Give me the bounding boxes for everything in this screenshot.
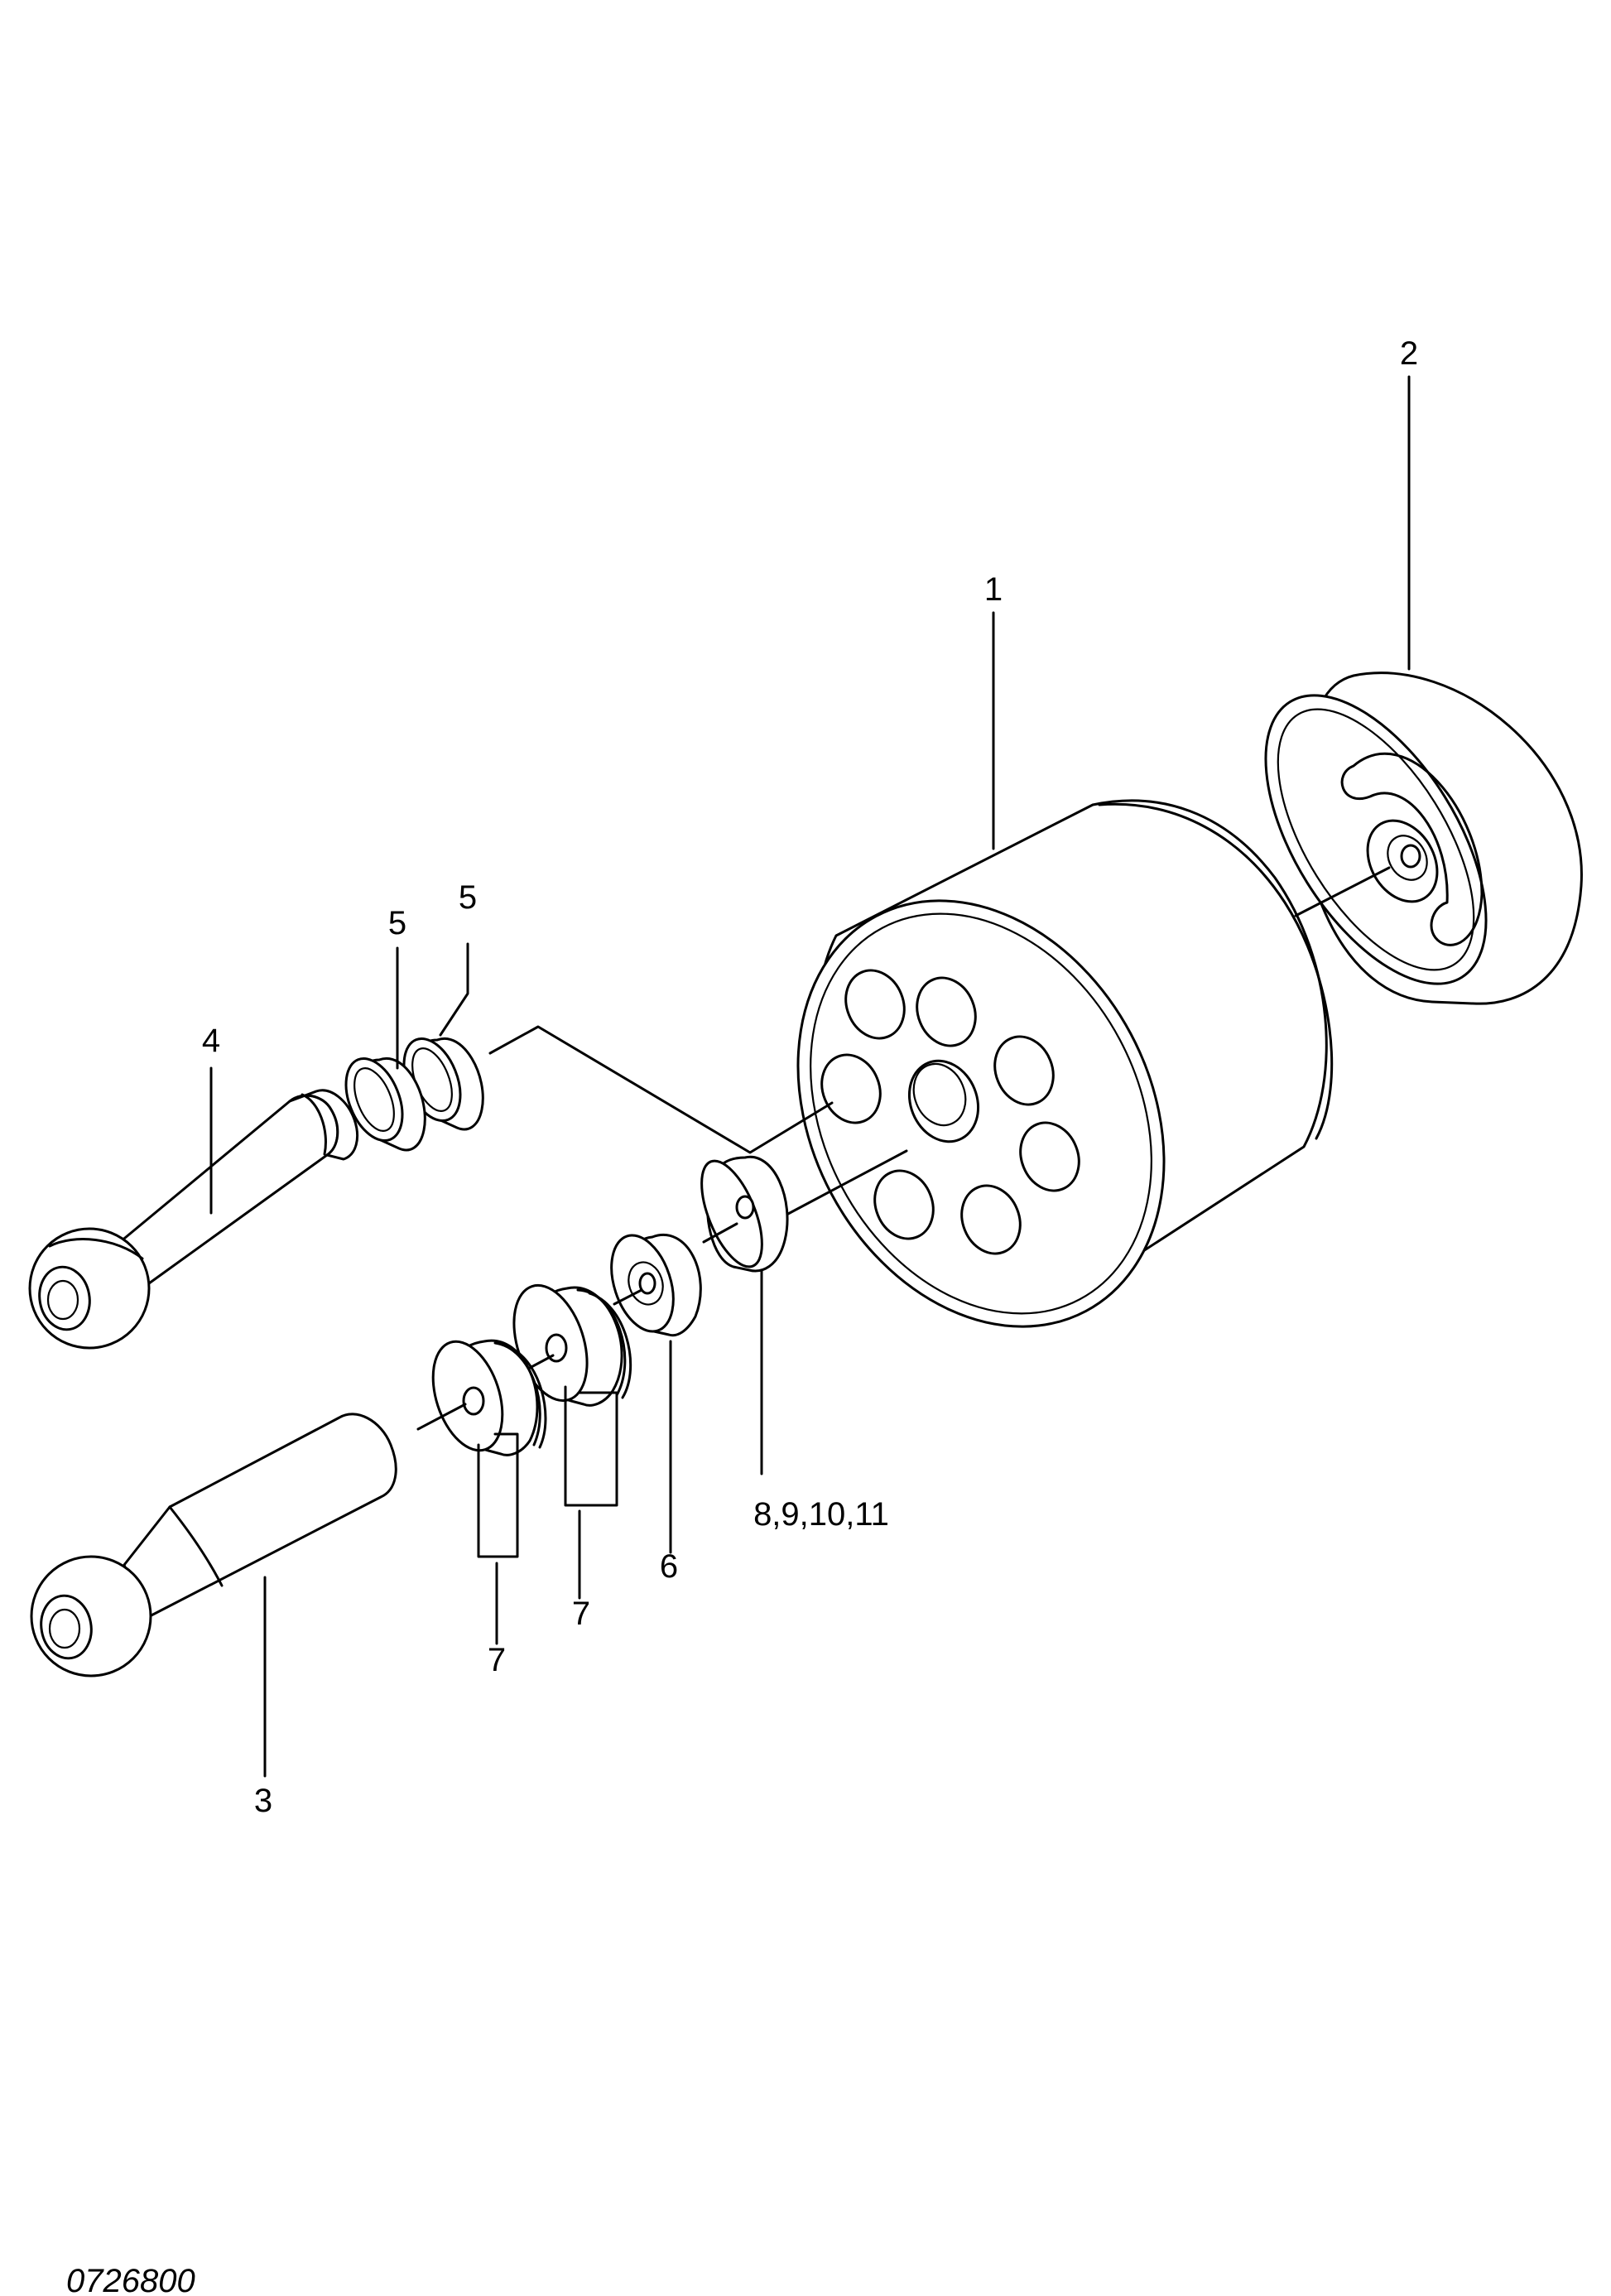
part-bushing [610, 1234, 702, 1337]
leader-lines [209, 375, 1411, 1778]
callout-3: 3 [254, 1783, 272, 1819]
callout-1: 1 [984, 571, 1003, 608]
callout-6: 6 [660, 1548, 678, 1585]
part-washer [700, 1155, 789, 1273]
callout-4: 4 [202, 1023, 220, 1059]
cylinder-bores [820, 969, 1080, 1255]
part-plunger-lower [30, 1413, 397, 1677]
callout-7-left: 7 [488, 1642, 506, 1678]
part-o-rings [344, 1037, 484, 1152]
assembly-lines [416, 866, 1391, 1431]
drawing-number: 0726800 [66, 2263, 195, 2296]
part-spacer-inner [512, 1283, 632, 1407]
callout-2: 2 [1400, 335, 1418, 372]
callout-5-right: 5 [459, 879, 477, 916]
callout-labels: 2 1 4 5 5 8,9,10,11 6 7 7 3 [202, 335, 1418, 1819]
part-valve-plate [1264, 671, 1583, 1005]
part-cylinder-block [796, 799, 1334, 1328]
part-plunger-upper [28, 1089, 358, 1350]
callout-5-left: 5 [388, 905, 406, 941]
part-spacer-outer [431, 1339, 547, 1456]
callout-8-9-10-11: 8,9,10,11 [753, 1496, 889, 1533]
callout-7-right: 7 [572, 1596, 590, 1632]
